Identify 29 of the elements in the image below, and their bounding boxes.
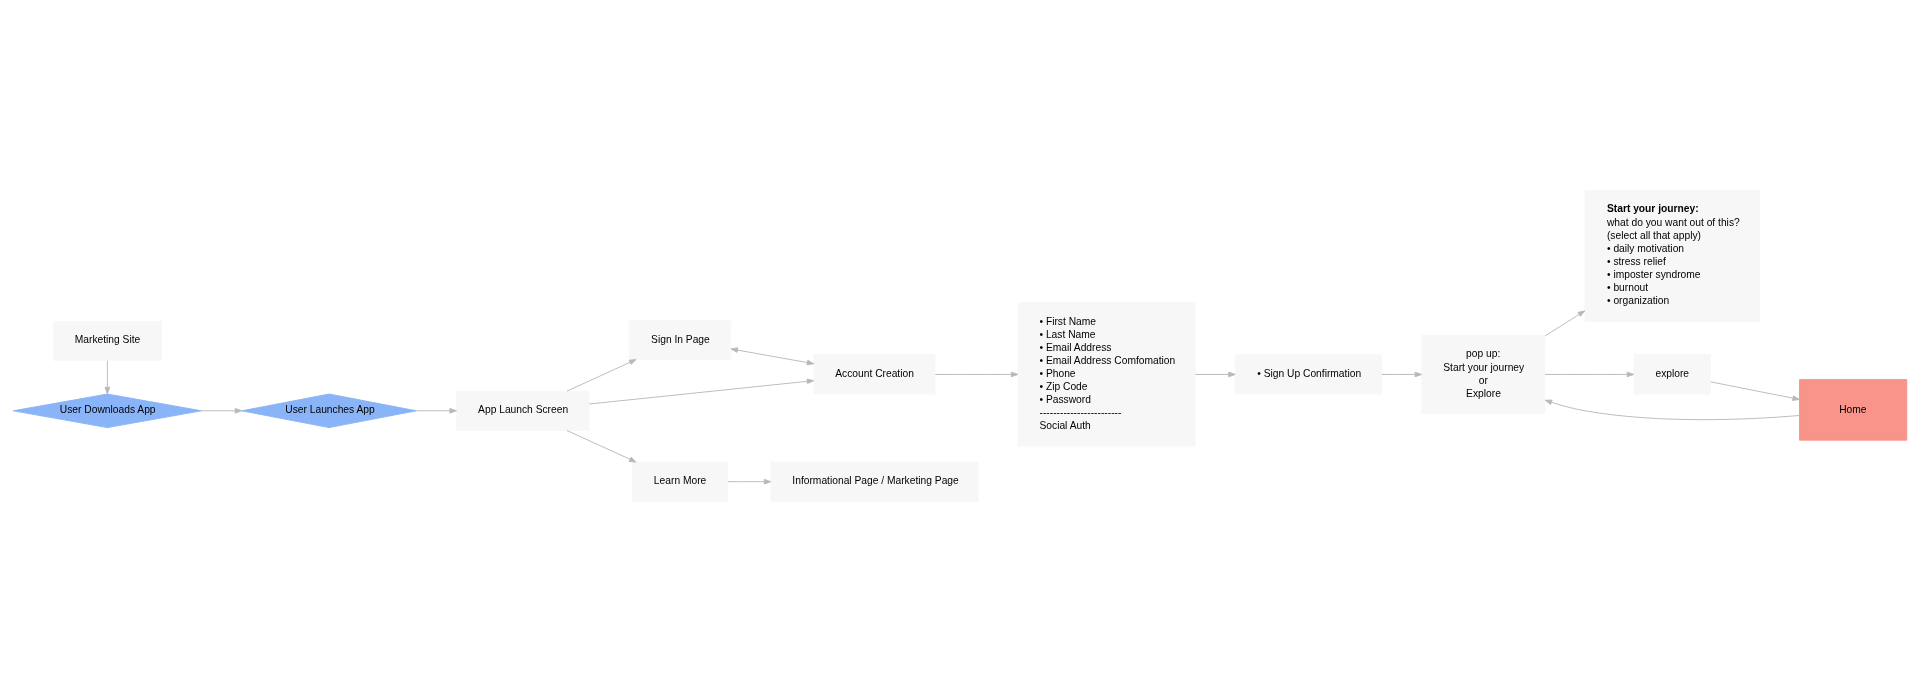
arrow (1544, 310, 1586, 337)
node-box: • Sign Up Confirmation (1234, 354, 1383, 395)
node-box: explore (1633, 354, 1711, 395)
arrow (730, 347, 815, 366)
arrow (104, 360, 111, 395)
node-box: Account Creation (813, 354, 936, 395)
node-box: Home (1799, 379, 1908, 441)
node-box: Learn More (631, 461, 729, 502)
arrow (727, 478, 772, 485)
arrow (1194, 371, 1236, 378)
node-diamond: User Launches App (241, 393, 417, 429)
arrow (1544, 371, 1635, 378)
arrow (588, 378, 815, 405)
node-box: • First Name • Last Name • Email Address • Email Address Comfomation • Phone • Zip Code • Password ------------------------ Social Auth (1017, 302, 1196, 447)
arrow (1710, 381, 1800, 401)
node-diamond: User Downloads App (12, 393, 202, 429)
arrow (1381, 371, 1423, 378)
arrow (934, 371, 1019, 378)
arrow (566, 359, 637, 392)
arrow (415, 408, 457, 414)
node-box: Informational Page / Marketing Page (770, 461, 979, 502)
node-box: Marketing Site (52, 320, 162, 361)
arrow (1544, 399, 1800, 421)
node-box: App Launch Screen (456, 390, 590, 431)
node-box: Sign In Page (628, 319, 732, 360)
arrow (566, 430, 637, 463)
node-box: Start your journey: what do you want out of this? (select all that apply) • daily motivation • stress relief • imposter syndrome • burnout • organization (1584, 190, 1760, 322)
node-box: pop up: Start your journey or Explore (1421, 334, 1546, 415)
arrow (201, 408, 243, 414)
